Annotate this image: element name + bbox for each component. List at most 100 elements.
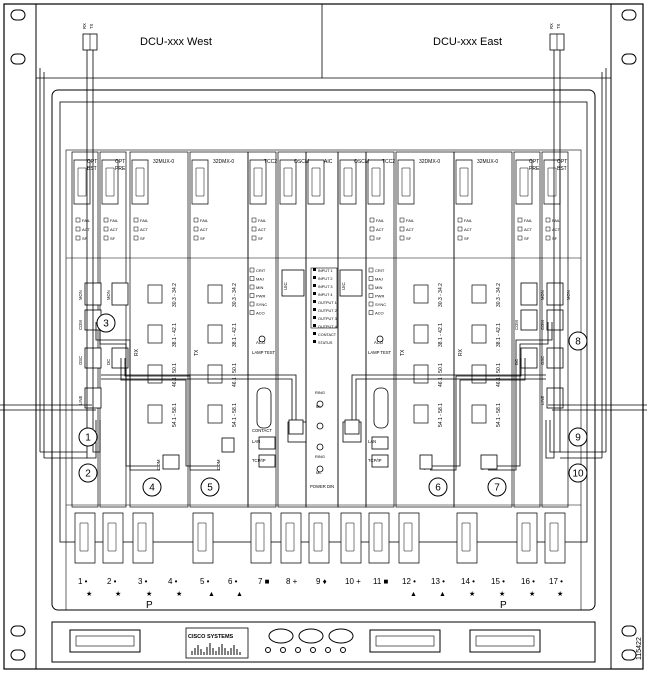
mux-range-label: 38.1 - 42.1 bbox=[496, 323, 502, 347]
callout-number-9: 9 bbox=[575, 433, 581, 444]
mux-port bbox=[413, 404, 429, 424]
upper-ejector-10 bbox=[397, 159, 415, 205]
mux-range-label: 30.3 - 34.2 bbox=[438, 283, 444, 307]
lan-left: LAN bbox=[252, 439, 260, 444]
led-label: ACT bbox=[524, 227, 533, 232]
callout-number-2: 2 bbox=[85, 469, 91, 480]
mux-com-label: COM bbox=[156, 459, 161, 470]
callout-6 bbox=[428, 477, 448, 497]
upper-ejector-9 bbox=[367, 159, 385, 205]
mux-range-label: 54.1 - 58.1 bbox=[496, 403, 502, 427]
led-label: FAIL bbox=[140, 218, 149, 223]
slot-marker-12: ▲ bbox=[410, 591, 417, 598]
tcc-alarm-crit: CRIT bbox=[375, 268, 385, 273]
mux-port bbox=[207, 324, 223, 344]
aic-input2: INPUT 2 bbox=[318, 277, 333, 281]
card-top-label-1: OPT bbox=[87, 159, 97, 165]
lamp-test-left: LAMP TEST bbox=[252, 350, 276, 355]
mux-range-label: 30.3 - 34.2 bbox=[172, 283, 178, 307]
slot-number-13: 13 • bbox=[431, 577, 445, 586]
card-slot-frames bbox=[71, 151, 569, 508]
led-label: FAIL bbox=[200, 218, 209, 223]
mux-port bbox=[413, 364, 429, 384]
led-label: ACT bbox=[200, 227, 209, 232]
line-label-2: LINE bbox=[540, 395, 545, 405]
led-label: ACT bbox=[376, 227, 385, 232]
slot-number-15: 15 • bbox=[491, 577, 505, 586]
lcd-right bbox=[469, 629, 541, 653]
tcpip-right: TCP/IP bbox=[368, 458, 382, 463]
card-top-label-5: TCC2 bbox=[264, 159, 277, 165]
tcc-alarm-sync: SYNC bbox=[375, 302, 386, 307]
callout-3 bbox=[96, 313, 116, 333]
mux-range-label: 30.3 - 34.2 bbox=[496, 283, 502, 307]
card-top-label-9: TCC2 bbox=[382, 159, 395, 165]
card-slot-6 bbox=[277, 151, 307, 508]
slot-number-1: 1 • bbox=[78, 577, 88, 586]
east-rx-label: RX bbox=[549, 23, 554, 29]
led-label: ACT bbox=[258, 227, 267, 232]
aic-output1: OUTPUT 1 bbox=[318, 301, 337, 305]
mux-side-label: TX bbox=[400, 349, 406, 356]
lower-ejector-13 bbox=[544, 512, 566, 564]
tcc-alarm-maj: MAJ bbox=[256, 277, 264, 282]
led-label: SF bbox=[464, 236, 470, 241]
mux-port bbox=[207, 404, 223, 424]
slot-marker-6: ▲ bbox=[236, 591, 243, 598]
led-label: FAIL bbox=[82, 218, 91, 223]
slot-number-17: 17 • bbox=[549, 577, 563, 586]
led-label: ACT bbox=[140, 227, 149, 232]
left-amp-ports: MON MON COM OSC DC LINE bbox=[78, 282, 129, 409]
mux-port bbox=[207, 284, 223, 304]
card-top-label-13: OPT bbox=[557, 159, 567, 165]
osc-label-2: OSC bbox=[540, 356, 545, 365]
led-label: SF bbox=[200, 236, 206, 241]
slot-number-10: 10 + bbox=[345, 577, 361, 586]
card-top-label-1: BST bbox=[87, 166, 97, 172]
mux-range-label: 54.1 - 58.1 bbox=[232, 403, 238, 427]
aic-input1: INPUT 1 bbox=[318, 269, 333, 273]
lower-ejector-6 bbox=[280, 512, 302, 564]
osc-label-1: OSC bbox=[78, 356, 83, 365]
mux-side-label: TX bbox=[194, 349, 200, 356]
mux-port bbox=[413, 324, 429, 344]
cisco-brand: CISCO SYSTEMS bbox=[188, 634, 234, 640]
lower-ejector-9 bbox=[368, 512, 390, 564]
callout-number-4: 4 bbox=[149, 483, 155, 494]
slot-marker-13: ▲ bbox=[439, 591, 446, 598]
card-top-label-6: OSCM bbox=[294, 159, 309, 165]
lcd-center bbox=[369, 629, 441, 653]
card-top-label-10: 32DMX-0 bbox=[419, 159, 440, 165]
card-slot-3 bbox=[129, 151, 189, 508]
mux-range-label: 38.1 - 42.1 bbox=[232, 323, 238, 347]
upper-ejector-5 bbox=[249, 159, 267, 205]
lower-ejector-8 bbox=[340, 512, 362, 564]
upper-ejector-3 bbox=[131, 159, 149, 205]
com-label-3: COM bbox=[540, 320, 545, 330]
line-label-1: LINE bbox=[78, 395, 83, 405]
aic-input3: INPUT 3 bbox=[318, 285, 333, 289]
dc-label-1: DC bbox=[106, 359, 111, 365]
upper-ejector-6 bbox=[279, 159, 297, 205]
east-fiber-connector: RX TX bbox=[549, 23, 565, 51]
mux-range-label: 38.1 - 42.1 bbox=[172, 323, 178, 347]
card-top-label-2: PRE bbox=[115, 166, 126, 172]
callout-7 bbox=[487, 477, 507, 497]
callout-number-3: 3 bbox=[103, 319, 109, 330]
mux-com-label: COM bbox=[216, 459, 221, 470]
slot-number-9: 9 ♦ bbox=[316, 577, 327, 586]
aic-output3: OUTPUT 3 bbox=[318, 317, 337, 321]
card-slot-13 bbox=[541, 151, 569, 508]
slot-number-7: 7 ■ bbox=[258, 577, 270, 586]
card-top-label-7: AIC bbox=[324, 159, 333, 165]
protect-mark-left: P bbox=[146, 600, 153, 611]
mux-port bbox=[471, 364, 487, 384]
lower-ejector-7 bbox=[308, 512, 330, 564]
uic-label: UIC bbox=[341, 282, 346, 291]
upper-ejector-4 bbox=[191, 159, 209, 205]
slot-number-2: 2 • bbox=[107, 577, 117, 586]
card-top-label-2: OPT bbox=[115, 159, 125, 165]
right-amp-ports: MON MON COM COM DC OSC LINE bbox=[514, 282, 571, 409]
